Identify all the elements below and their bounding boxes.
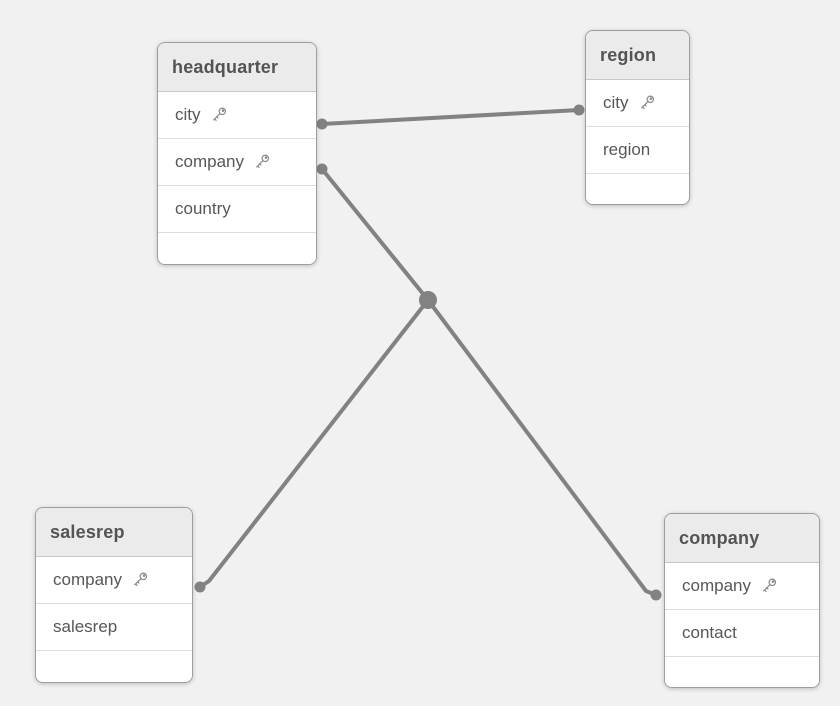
connection-endpoint-dot <box>650 589 662 601</box>
field-name: country <box>175 199 231 218</box>
table-title: region <box>600 44 657 65</box>
table-title: salesrep <box>50 521 125 542</box>
field-name: contact <box>682 623 737 642</box>
field-name: region <box>603 140 651 159</box>
key-icon <box>134 572 148 586</box>
table-title: headquarter <box>172 56 279 77</box>
connection-line-headquarter.company-junction <box>320 167 430 302</box>
field-name: city <box>603 93 629 112</box>
connection-line-headquarter.city-region.city <box>321 108 580 126</box>
field-name: company <box>53 570 122 589</box>
key-icon <box>640 95 654 109</box>
table-empty-row <box>158 233 316 264</box>
field-row-headquarter-country[interactable]: country <box>158 186 316 233</box>
table-header[interactable]: headquarter <box>158 43 316 92</box>
table-title: company <box>679 527 760 548</box>
table-header[interactable]: region <box>586 31 689 80</box>
table-node-headquarter[interactable]: headquarter city company country <box>157 42 317 265</box>
field-row-region-region[interactable]: region <box>586 127 689 174</box>
connection-line-junction-salesrep.company <box>198 298 430 589</box>
field-row-salesrep-company[interactable]: company <box>36 557 192 604</box>
table-empty-row <box>665 657 819 687</box>
table-empty-row <box>586 174 689 204</box>
key-icon <box>763 578 777 592</box>
field-row-salesrep-salesrep[interactable]: salesrep <box>36 604 192 651</box>
field-name: company <box>682 576 751 595</box>
table-node-company[interactable]: company company contact <box>664 513 820 688</box>
connection-endpoint-dot <box>194 581 206 593</box>
table-header[interactable]: salesrep <box>36 508 192 557</box>
table-empty-row <box>36 651 192 682</box>
junction-dot <box>419 291 437 309</box>
table-header[interactable]: company <box>665 514 819 563</box>
field-row-company-company[interactable]: company <box>665 563 819 610</box>
connection-endpoint-dot <box>316 118 328 130</box>
key-icon <box>256 154 270 168</box>
field-name: salesrep <box>53 617 118 636</box>
connection-endpoint-dot <box>573 104 585 116</box>
field-row-region-city[interactable]: city <box>586 80 689 127</box>
key-icon <box>212 107 226 121</box>
field-row-headquarter-city[interactable]: city <box>158 92 316 139</box>
field-name: city <box>175 105 201 124</box>
table-node-salesrep[interactable]: salesrep company salesrep <box>35 507 193 683</box>
field-row-company-contact[interactable]: contact <box>665 610 819 657</box>
connection-line-junction-company.company <box>426 298 657 597</box>
field-name: company <box>175 152 244 171</box>
connection-endpoint-dot <box>316 163 328 175</box>
field-row-headquarter-company[interactable]: company <box>158 139 316 186</box>
table-node-region[interactable]: region city region <box>585 30 690 205</box>
